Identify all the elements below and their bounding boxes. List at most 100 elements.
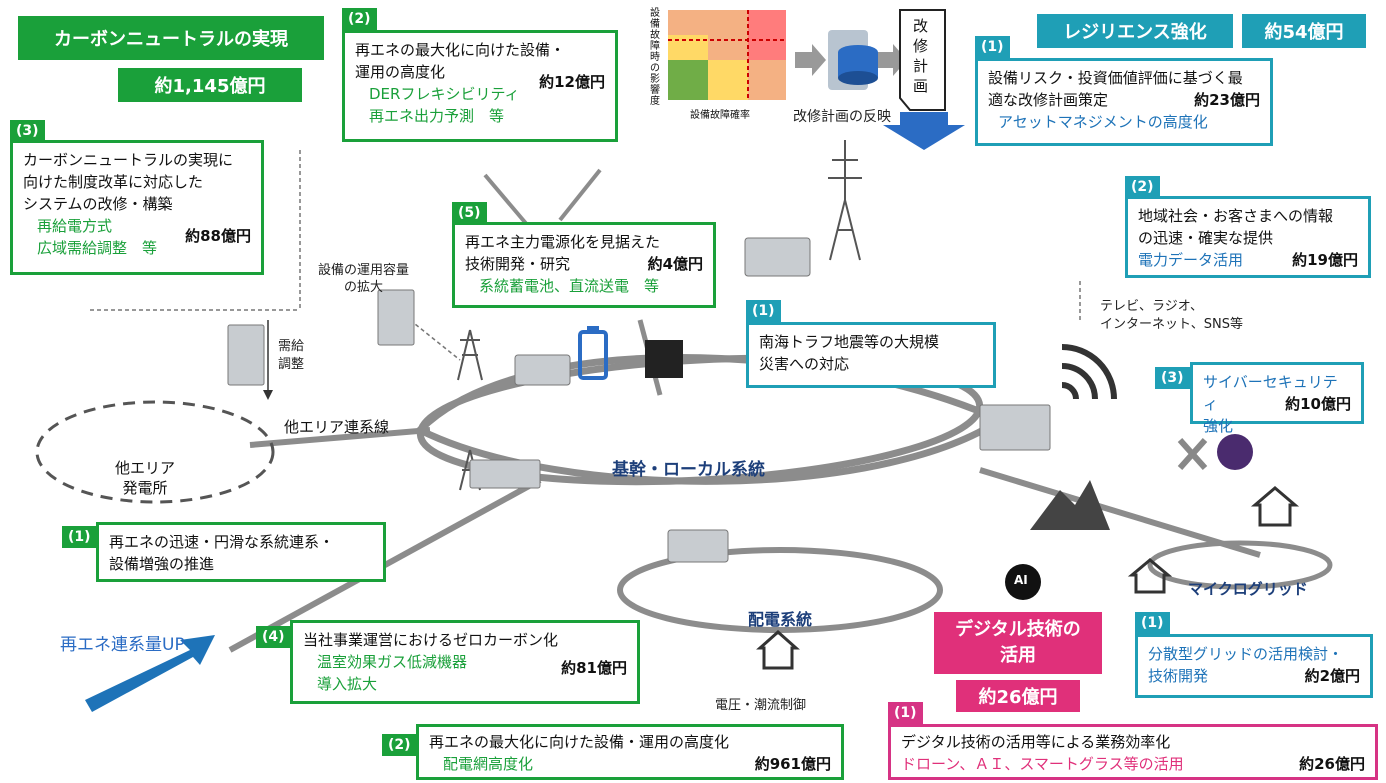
- p1-tag: (1): [888, 702, 923, 724]
- other-area-circle: [35, 400, 275, 504]
- jukyu-line2: 調整: [278, 357, 305, 372]
- t2-line1: 地域社会・お客さまへの情報: [1138, 207, 1334, 225]
- g3-amount: 約88億円: [185, 227, 251, 245]
- g4-line1: 当社事業運営におけるゼロカーボン化: [303, 631, 559, 649]
- g5-sub1: 系統蓄電池、直流送電 等: [479, 277, 660, 295]
- t2-tag: (2): [1125, 176, 1160, 198]
- substation-center: [514, 354, 571, 386]
- g2bot-amount: 約961億円: [754, 755, 831, 773]
- t1mid-box: 南海トラフ地震等の大規模 災害への対応: [746, 322, 996, 388]
- g3-line1: カーボンニュートラルの実現に: [23, 151, 234, 169]
- t1bot-box: 分散型グリッドの活用検討・ 技術開発 約2億円: [1135, 634, 1373, 698]
- jukyu-label: 需給 調整: [278, 338, 304, 374]
- line-to-microgrid: [979, 467, 1261, 558]
- kikan-label: 基幹・ローカル系統: [612, 460, 765, 480]
- haiden-label: 配電系統: [748, 610, 813, 629]
- t1bot-line1: 分散型グリッドの活用検討・: [1148, 645, 1344, 663]
- substation-top: [744, 237, 811, 277]
- plan-reflect-arrow: [883, 112, 965, 150]
- t2-sub1: 電力データ活用: [1138, 251, 1244, 269]
- g2top-amount: 約12億円: [539, 73, 605, 91]
- voltage-label: 電圧・潮流制御: [715, 698, 807, 713]
- g3-line3: システムの改修・構築: [23, 195, 173, 213]
- other-gen-line2: 発電所: [122, 479, 168, 497]
- impact-label: 設備故障時の影響度: [650, 8, 660, 107]
- plan-document-icon: [899, 9, 946, 111]
- switchgear-2: [377, 289, 415, 346]
- virus-icon: [1217, 434, 1253, 470]
- t3-line2: 強化: [1203, 417, 1234, 435]
- ai-head-icon: [1005, 564, 1041, 600]
- g3-box: カーボンニュートラルの実現に 向けた制度改革に対応した システムの改修・構築 約…: [10, 140, 264, 275]
- g1-tag: (1): [62, 526, 97, 548]
- g1-box: 再エネの迅速・円滑な系統連系・ 設備増強の推進: [96, 522, 386, 582]
- t1bot-tag: (1): [1135, 612, 1170, 634]
- substation-dist: [667, 529, 729, 563]
- ai-label: AI: [1014, 573, 1028, 587]
- t1top-box: 設備リスク・投資価値評価に基づく最 適な改修計画策定 約23億円 アセットマネジ…: [975, 58, 1273, 146]
- g4-tag: (4): [256, 626, 291, 648]
- jukyu-line1: 需給: [278, 339, 305, 354]
- g5-tag: (5): [452, 202, 487, 224]
- g2top-box: 再エネの最大化に向けた設備・ 運用の高度化 約12億円 DERフレキシビリティ …: [342, 30, 618, 142]
- converter-icon: [645, 340, 683, 378]
- t2-line2: の迅速・確実な提供: [1138, 229, 1274, 247]
- microgrid-loop: [1147, 540, 1333, 590]
- other-area-label: 他エリア連系線: [284, 418, 390, 436]
- p1-amount: 約26億円: [1299, 755, 1365, 773]
- t1top-tag: (1): [975, 36, 1010, 58]
- g2bot-box: 再エネの最大化に向けた設備・運用の高度化 配電網高度化 約961億円: [416, 724, 844, 780]
- capacity-line1: 設備の運用容量: [318, 263, 410, 278]
- g1-line2: 設備増強の推進: [109, 555, 215, 573]
- fail-prob-label: 設備故障確率: [690, 110, 750, 121]
- switchgear: [227, 324, 265, 386]
- g3-line2: 向けた制度改革に対応した: [23, 173, 204, 191]
- p1-sub1: ドローン、ＡＩ、スマートグラス等の活用: [901, 755, 1184, 773]
- plan-reflect-label: 改修計画の反映: [793, 109, 891, 125]
- g2top-line2: 運用の高度化: [355, 63, 446, 81]
- media-line2: インターネット、SNS等: [1100, 317, 1243, 332]
- t3-amount: 約10億円: [1285, 395, 1351, 413]
- g5-line1: 再エネ主力電源化を見据えた: [465, 233, 661, 251]
- carbon-amount: 約1,145億円: [118, 68, 302, 102]
- g5-box: 再エネ主力電源化を見据えた 技術開発・研究 約4億円 系統蓄電池、直流送電 等: [452, 222, 716, 308]
- renew-up-arrow: [85, 635, 215, 712]
- t3-box: サイバーセキュリティ 強化 約10億円: [1190, 362, 1364, 435]
- line-other-area: [249, 427, 431, 448]
- g2top-sub1: DERフレキシビリティ: [369, 85, 520, 103]
- p1-box: デジタル技術の活用等による業務効率化 ドローン、ＡＩ、スマートグラス等の活用 約…: [888, 724, 1378, 780]
- t1mid-tag: (1): [746, 300, 781, 322]
- media-line1: テレビ、ラジオ、: [1100, 299, 1203, 314]
- g4-sub1: 温室効果ガス低減機器: [317, 653, 468, 671]
- t1bot-line2: 技術開発: [1148, 667, 1209, 685]
- t1top-line1: 設備リスク・投資価値評価に基づく最: [988, 69, 1243, 87]
- t1top-amount: 約23億円: [1194, 91, 1260, 109]
- micro-label: マイクログリッド: [1188, 580, 1308, 598]
- g2bot-tag: (2): [382, 734, 417, 756]
- g3-sub1: 再給電方式: [37, 217, 113, 235]
- t1mid-line1: 南海トラフ地震等の大規模: [759, 333, 940, 351]
- t2-box: 地域社会・お客さまへの情報 の迅速・確実な提供 電力データ活用 約19億円: [1125, 196, 1371, 278]
- wifi-icon: [1061, 344, 1117, 400]
- house-icon: [1250, 486, 1300, 527]
- p1-line1: デジタル技術の活用等による業務効率化: [901, 733, 1171, 751]
- risk-matrix: [668, 10, 786, 100]
- g3-tag: (3): [10, 120, 45, 142]
- g3-sub2: 広域需給調整 等: [37, 239, 158, 257]
- g4-box: 当社事業運営におけるゼロカーボン化 約81億円 温室効果ガス低減機器 導入拡大: [290, 620, 640, 704]
- renew-up-label: 再エネ連系量UP: [60, 635, 185, 655]
- digital-title-line1: デジタル技術の: [955, 619, 1081, 640]
- building-right: [979, 404, 1051, 451]
- t1bot-amount: 約2億円: [1304, 667, 1360, 685]
- capacity-line2: の拡大: [344, 280, 384, 295]
- g4-sub2: 導入拡大: [317, 675, 378, 693]
- g4-amount: 約81億円: [561, 659, 627, 677]
- t1top-line2: 適な改修計画策定: [988, 91, 1109, 109]
- mountain-icon: [1030, 480, 1110, 530]
- g5-line2: 技術開発・研究: [465, 255, 571, 273]
- t3-tag: (3): [1155, 367, 1190, 389]
- resilience-title: レジリエンス強化: [1037, 14, 1233, 48]
- t3-line1: サイバーセキュリティ: [1203, 373, 1338, 413]
- g2bot-sub1: 配電網高度化: [443, 755, 534, 773]
